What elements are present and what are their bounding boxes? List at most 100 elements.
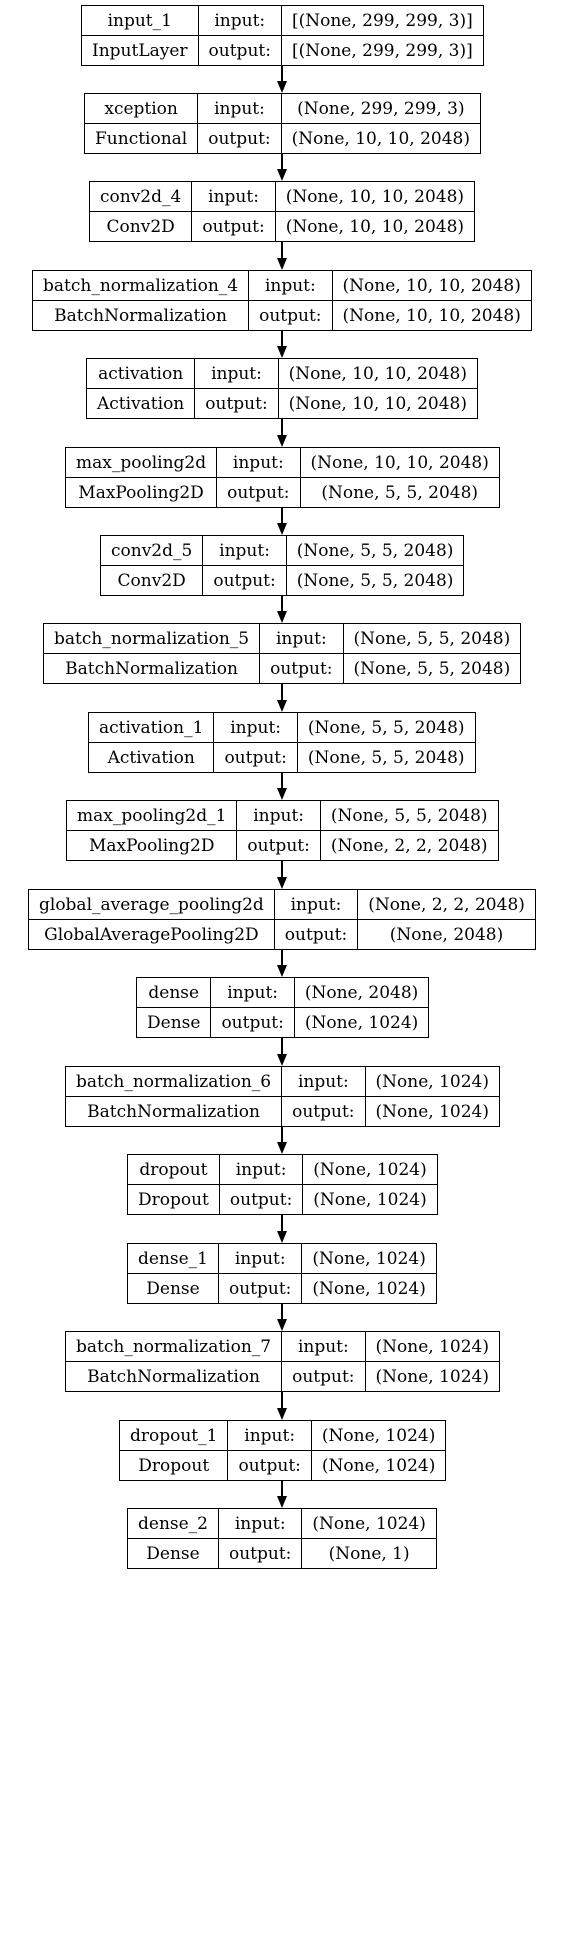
io-label-output: output: bbox=[208, 129, 271, 149]
input-shape: (None, 1024) bbox=[311, 1421, 446, 1451]
io-label-input: input: bbox=[237, 801, 320, 831]
layer-name: global_average_pooling2d bbox=[29, 890, 274, 920]
layer-type: MaxPooling2D bbox=[78, 483, 204, 503]
layer-type: Conv2D bbox=[106, 217, 175, 237]
output-shape: (None, 5, 5, 2048) bbox=[307, 748, 465, 768]
layer-type: InputLayer bbox=[92, 41, 188, 61]
input-shape: (None, 1024) bbox=[365, 1332, 499, 1362]
layer-name: max_pooling2d bbox=[66, 448, 217, 478]
input-shape: (None, 299, 299, 3) bbox=[281, 94, 480, 124]
output-shape: (None, 2048) bbox=[389, 925, 504, 945]
io-label-input: input: bbox=[198, 6, 281, 36]
layer-column: input:output: bbox=[195, 359, 279, 418]
layer-column: input:output: bbox=[219, 1509, 303, 1568]
io-label-output: output: bbox=[292, 1367, 355, 1387]
layer-column: input:output: bbox=[198, 94, 282, 153]
io-label-input: input: bbox=[228, 1421, 311, 1451]
layer-name: dropout bbox=[128, 1155, 219, 1185]
layer-type: BatchNormalization bbox=[87, 1102, 260, 1122]
layer-column: (None, 1024)(None, 1024) bbox=[365, 1332, 499, 1391]
layer-column: input: output: bbox=[217, 448, 301, 507]
io-label-output: output: bbox=[247, 836, 310, 856]
output-shape: (None, 10, 10, 2048) bbox=[288, 394, 468, 414]
output-shape: (None, 10, 10, 2048) bbox=[291, 129, 470, 149]
layer-name: dense_2 bbox=[128, 1509, 218, 1539]
layer-name: input_1 bbox=[82, 6, 198, 36]
io-label-output: output: bbox=[208, 41, 271, 61]
layer-type: Dropout bbox=[138, 1456, 210, 1476]
output-shape: (None, 1024) bbox=[304, 1013, 419, 1033]
input-shape: (None, 5, 5, 2048) bbox=[286, 536, 464, 566]
io-label-input: input: bbox=[192, 182, 275, 212]
io-label-input: input: bbox=[211, 978, 294, 1008]
io-label-input: input: bbox=[282, 1332, 365, 1362]
layer-type: BatchNormalization bbox=[87, 1367, 260, 1387]
io-label-input: input: bbox=[195, 359, 278, 389]
layer-column: (None, 299, 299, 3) (None, 10, 10, 2048) bbox=[281, 94, 480, 153]
io-label-output: output: bbox=[227, 483, 290, 503]
layer-type: Dense bbox=[146, 1279, 200, 1299]
io-label-input: input: bbox=[217, 448, 300, 478]
layer-column: input:output: bbox=[249, 271, 333, 330]
layer-name: batch_normalization_6 bbox=[66, 1067, 282, 1097]
layer-column: input:output: bbox=[219, 1244, 303, 1303]
io-label-input: input: bbox=[274, 890, 358, 920]
io-label-input: input: bbox=[203, 536, 286, 566]
layer-type: Dropout bbox=[138, 1190, 209, 1210]
input-shape: (None, 1024) bbox=[302, 1509, 436, 1539]
io-label-input: input: bbox=[249, 271, 332, 301]
layer-column: (None, 10, 10, 2048)(None, 5, 5, 2048) bbox=[300, 448, 499, 507]
io-label-input: input: bbox=[282, 1067, 365, 1097]
output-shape: (None, 1024) bbox=[375, 1102, 489, 1122]
layer-column: [(None, 299, 299, 3)][(None, 299, 299, 3… bbox=[281, 6, 483, 65]
layer-column: input:output: bbox=[219, 1155, 304, 1214]
output-shape: (None, 10, 10, 2048) bbox=[342, 306, 521, 326]
layer-type: Conv2D bbox=[117, 571, 186, 591]
layer-column: (None, 2048)(None, 1024) bbox=[294, 978, 429, 1037]
layer-name: conv2d_4 bbox=[90, 182, 192, 212]
io-label-output: output: bbox=[221, 1013, 284, 1033]
output-shape: (None, 1024) bbox=[321, 1456, 436, 1476]
layer-type: Activation bbox=[107, 748, 195, 768]
io-label-input: input: bbox=[219, 1155, 303, 1185]
output-shape: (None, 10, 10, 2048) bbox=[285, 217, 465, 237]
layer-name: activation_1 bbox=[89, 713, 214, 743]
input-shape: (None, 10, 10, 2048) bbox=[278, 359, 478, 389]
layer-type: Activation bbox=[97, 394, 185, 414]
io-label-input: input: bbox=[260, 624, 343, 654]
layer-column: input: output: bbox=[211, 978, 295, 1037]
layer-name: dense_1 bbox=[128, 1244, 218, 1274]
output-shape: (None, 2, 2, 2048) bbox=[330, 836, 488, 856]
layer-column: input:output: bbox=[214, 713, 298, 772]
io-label-output: output: bbox=[202, 217, 265, 237]
layer-column: input:output: bbox=[282, 1067, 366, 1126]
layer-name: dense bbox=[137, 978, 211, 1008]
layer-type: BatchNormalization bbox=[65, 659, 238, 679]
layer-name: conv2d_5 bbox=[101, 536, 203, 566]
input-shape: [(None, 299, 299, 3)] bbox=[281, 6, 483, 36]
io-label-output: output: bbox=[229, 1279, 292, 1299]
layer-column: input: output: bbox=[237, 801, 321, 860]
layer-column: (None, 5, 5, 2048)(None, 5, 5, 2048) bbox=[343, 624, 521, 683]
